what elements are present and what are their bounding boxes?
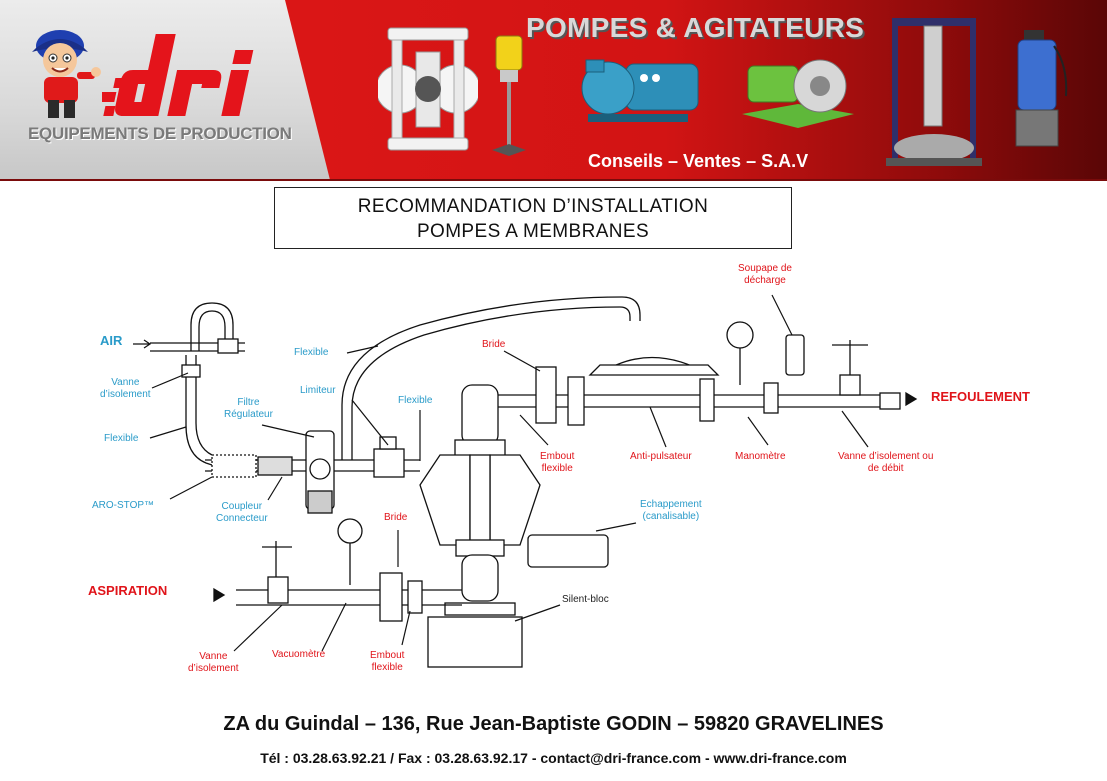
label-embout-top: Embout flexible bbox=[540, 451, 574, 475]
dri-logo bbox=[102, 34, 254, 116]
label-soupape-line2: décharge bbox=[744, 275, 786, 286]
air-flexible-hose bbox=[181, 355, 213, 466]
label-aspiration: ASPIRATION bbox=[88, 583, 168, 598]
installation-schematic bbox=[133, 294, 918, 668]
label-soupape-line1: Soupape de bbox=[738, 263, 792, 274]
label-vanne-debit-line1: Vanne d’isolement ou bbox=[838, 451, 934, 462]
label-manometre: Manomètre bbox=[735, 451, 786, 462]
label-aro-stop: ARO-STOP™ bbox=[92, 500, 155, 511]
banner-tagline: Conseils – Ventes – S.A.V bbox=[588, 151, 809, 171]
label-embout-top-line2: flexible bbox=[541, 463, 573, 474]
agitator-product-image bbox=[492, 35, 526, 156]
label-vanne-isolement-air-line2: d’isolement bbox=[100, 389, 151, 400]
label-flexible-top: Flexible bbox=[294, 347, 329, 358]
label-flexible-air: Flexible bbox=[104, 433, 139, 444]
label-vacuometre: Vacuomètre bbox=[272, 649, 326, 660]
air-supply-line bbox=[205, 430, 420, 514]
label-anti-pulsateur: Anti-pulsateur bbox=[630, 451, 692, 462]
label-silent-bloc: Silent-bloc bbox=[562, 594, 609, 605]
label-refoulement: REFOULEMENT bbox=[931, 389, 1030, 404]
label-coupleur-line2: Connecteur bbox=[216, 513, 268, 524]
leader-lines bbox=[133, 294, 869, 652]
document-title-line1: RECOMMANDATION D’INSTALLATION bbox=[357, 196, 709, 217]
label-filtre-line2: Régulateur bbox=[224, 409, 273, 420]
document-title-line2: POMPES A MEMBRANES bbox=[416, 221, 650, 242]
pump-base bbox=[427, 616, 523, 668]
banner-title: POMPES & AGITATEURS bbox=[526, 12, 865, 43]
label-vanne-aspiration-line2: d’isolement bbox=[188, 663, 239, 674]
label-air: AIR bbox=[100, 333, 123, 348]
centrifugal-pump-product-image bbox=[581, 59, 699, 122]
header-banner: EQUIPEMENTS DE PRODUCTION POMPES & AGITA… bbox=[0, 0, 1107, 180]
discharge-line bbox=[498, 321, 901, 426]
diaphragm-pump bbox=[419, 384, 541, 616]
label-embout-bottom-line1: Embout bbox=[370, 650, 405, 661]
document-title-box: RECOMMANDATION D’INSTALLATION POMPES A M… bbox=[274, 187, 792, 249]
air-inlet-pipe bbox=[150, 302, 245, 354]
diaphragm-pump-product-image bbox=[378, 27, 478, 151]
label-vanne-aspiration: Vanne d’isolement bbox=[188, 651, 239, 675]
label-flexible-mid: Flexible bbox=[398, 395, 433, 406]
label-echappement-line2: (canalisable) bbox=[642, 511, 700, 522]
label-soupape-decharge: Soupape de décharge bbox=[738, 263, 792, 287]
peristaltic-pump-product-image bbox=[742, 59, 854, 128]
label-limiteur: Limiteur bbox=[300, 385, 336, 396]
footer-address: ZA du Guindal – 136, Rue Jean-Baptiste G… bbox=[223, 713, 884, 735]
mascot-icon bbox=[32, 30, 101, 118]
label-vanne-isolement-air: Vanne d’isolement bbox=[100, 377, 151, 401]
footer-contact: Tél : 03.28.63.92.21 / Fax : 03.28.63.92… bbox=[260, 750, 847, 766]
label-vanne-isolement-air-line1: Vanne bbox=[111, 377, 140, 388]
suction-line bbox=[236, 518, 462, 622]
label-bride-bottom: Bride bbox=[384, 512, 408, 523]
label-vanne-aspiration-line1: Vanne bbox=[199, 651, 228, 662]
label-echappement-line1: Echappement bbox=[640, 499, 702, 510]
label-vanne-debit: Vanne d’isolement ou de débit bbox=[838, 451, 933, 475]
label-echappement: Echappement (canalisable) bbox=[640, 499, 702, 523]
banner-bottom-rule bbox=[0, 179, 1107, 181]
label-embout-bottom: Embout flexible bbox=[370, 650, 404, 674]
label-bride-top: Bride bbox=[482, 339, 506, 350]
drum-pump-stand-product-image bbox=[886, 18, 982, 166]
submersible-pump-product-image bbox=[1015, 30, 1068, 147]
top-flexible-hose bbox=[341, 296, 641, 460]
label-coupleur-line1: Coupleur bbox=[221, 501, 263, 512]
label-embout-top-line1: Embout bbox=[540, 451, 575, 462]
aspiration-arrow bbox=[213, 587, 226, 603]
exhaust-muffler bbox=[527, 534, 609, 568]
label-vanne-debit-line2: de débit bbox=[867, 463, 904, 474]
label-filtre-line1: Filtre bbox=[237, 397, 260, 408]
label-embout-bottom-line2: flexible bbox=[371, 662, 403, 673]
installation-diagram: AIR Vanne d’isolement Flexible ARO-STOP™… bbox=[0, 255, 1107, 705]
label-filtre-regulateur: Filtre Régulateur bbox=[224, 397, 273, 421]
refoulement-arrow bbox=[905, 391, 918, 407]
label-coupleur-connecteur: Coupleur Connecteur bbox=[216, 501, 268, 525]
company-subtitle: EQUIPEMENTS DE PRODUCTION bbox=[28, 124, 292, 143]
